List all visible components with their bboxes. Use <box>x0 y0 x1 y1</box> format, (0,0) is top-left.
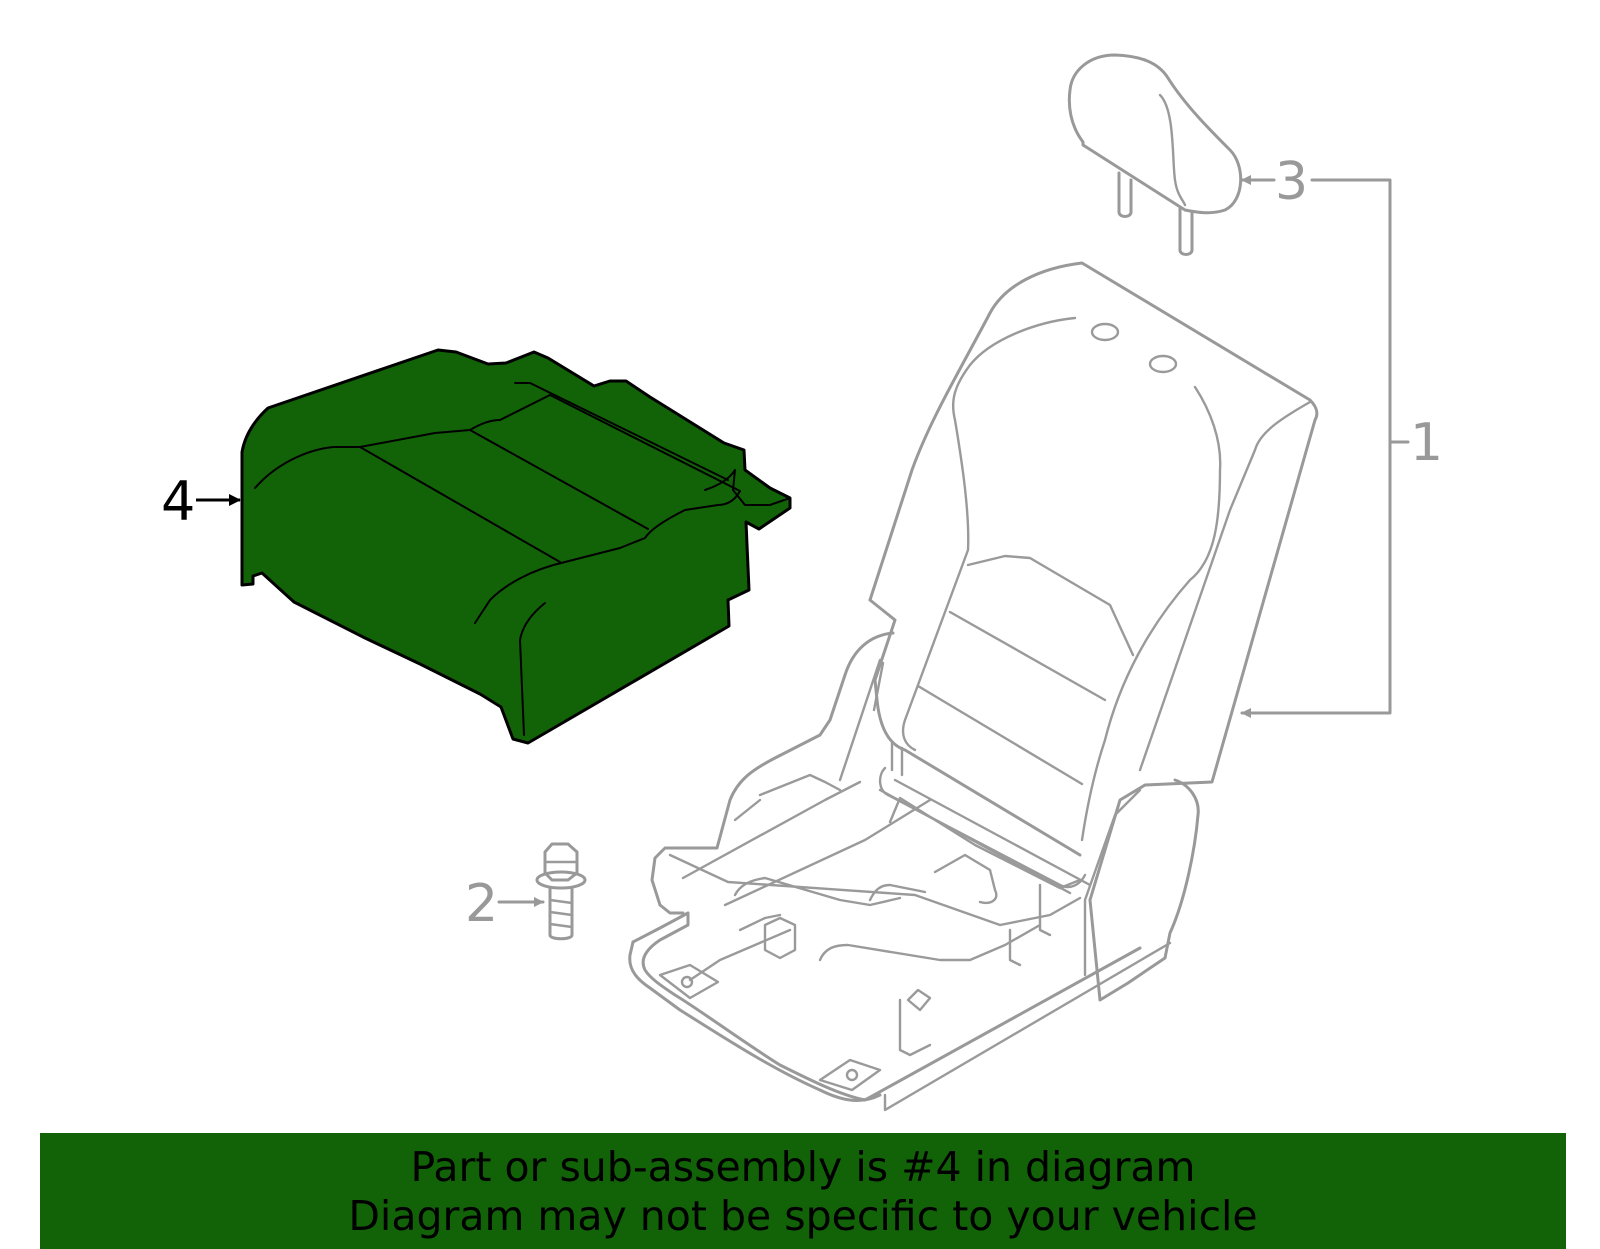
leader-part-1 <box>1240 178 1410 718</box>
callout-2: 2 <box>465 874 498 934</box>
seat-cushion-part-4 <box>240 348 792 745</box>
callout-3: 3 <box>1275 152 1308 212</box>
info-banner: Part or sub-assembly is #4 in diagram Di… <box>40 1133 1566 1249</box>
callout-1: 1 <box>1410 413 1443 473</box>
banner-line-1: Part or sub-assembly is #4 in diagram <box>410 1143 1196 1191</box>
banner-line-2: Diagram may not be specific to your vehi… <box>348 1192 1258 1240</box>
headrest-part-3 <box>1067 53 1243 256</box>
callout-4: 4 <box>161 470 195 533</box>
seat-assembly-part-1 <box>628 261 1319 1112</box>
bolt-part-2 <box>535 842 587 941</box>
